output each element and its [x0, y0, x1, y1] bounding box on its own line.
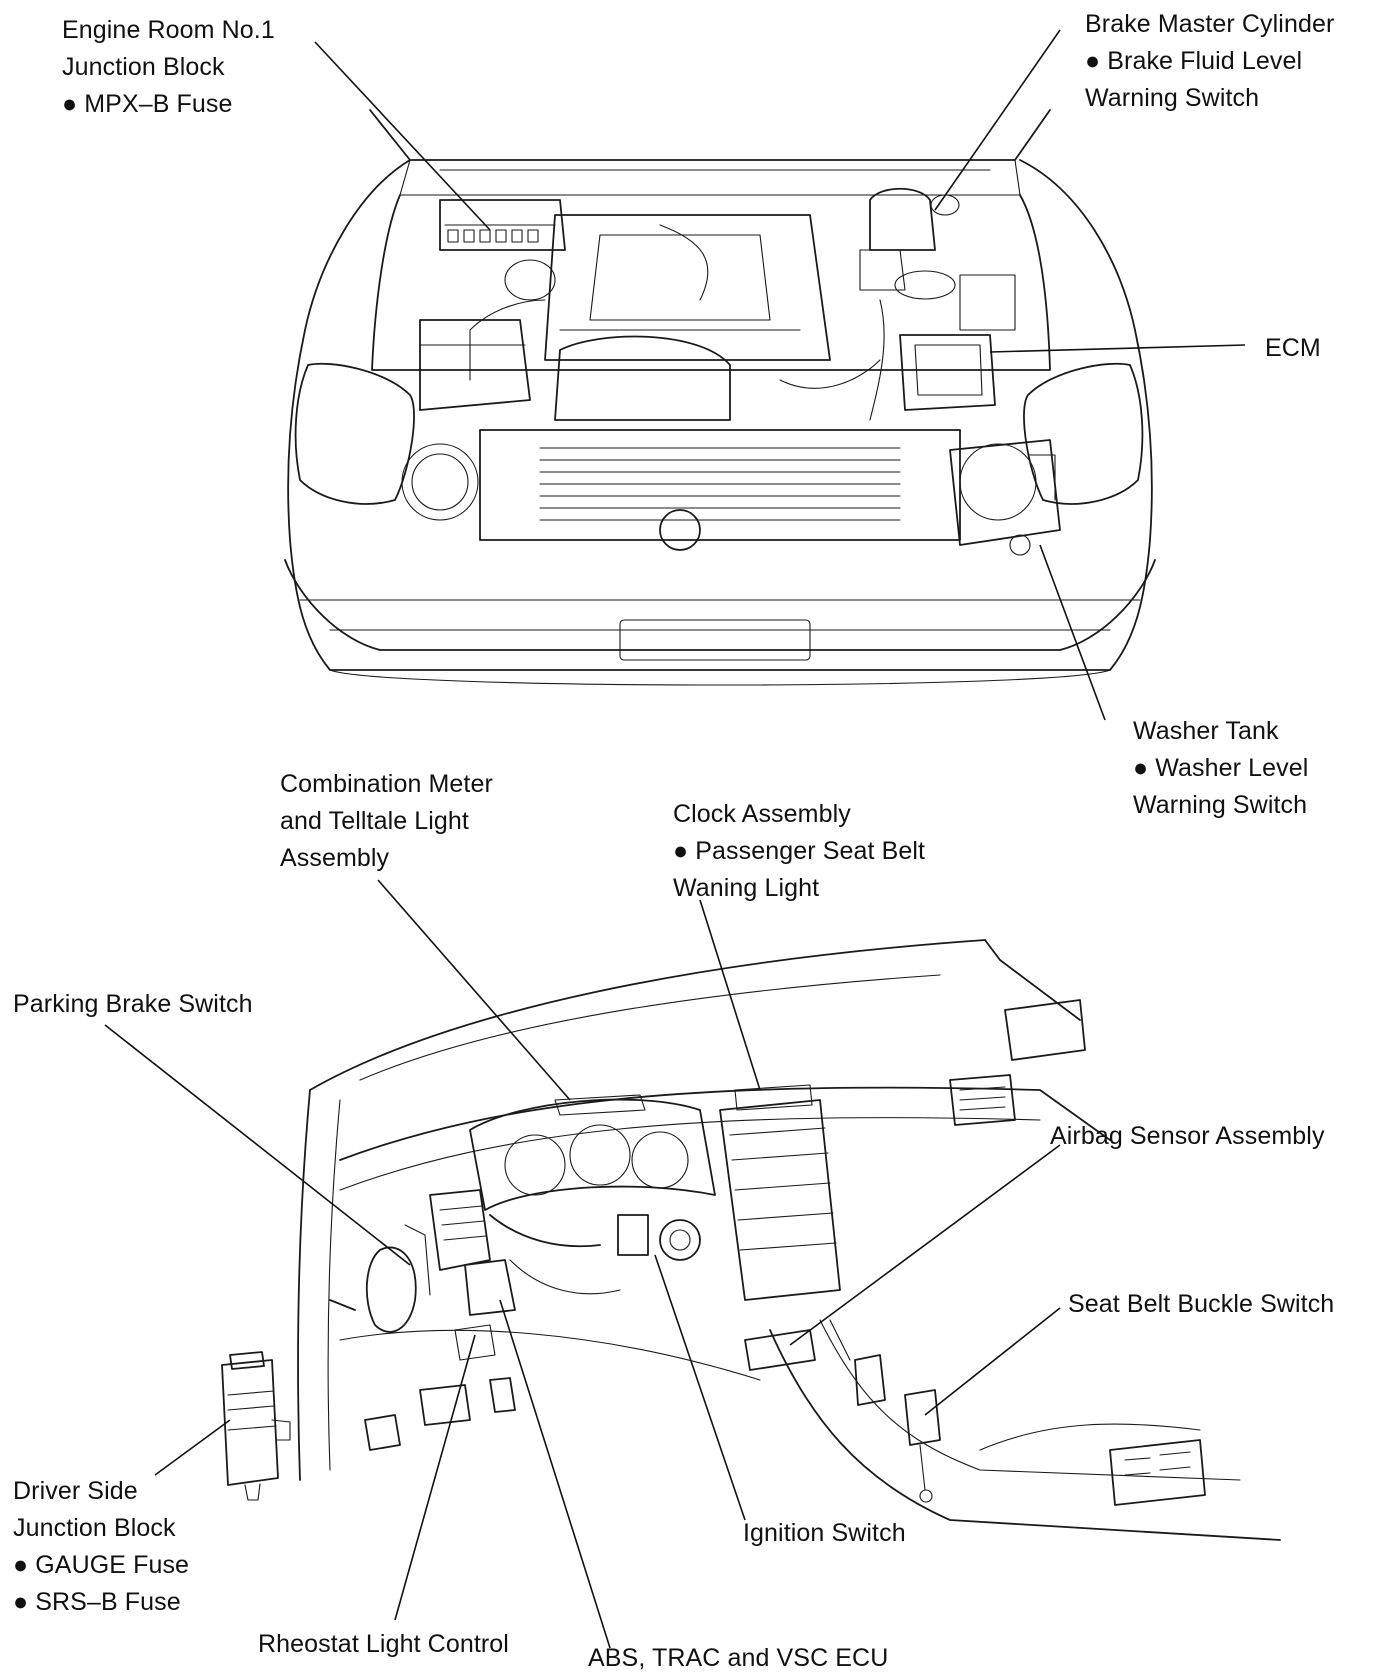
label-line: Warning Switch — [1085, 84, 1260, 112]
label-line: Parking Brake Switch — [13, 990, 253, 1018]
label-line: Waning Light — [673, 874, 820, 902]
leader-driver-side-jb — [154, 1419, 231, 1476]
leader-airbag-sensor — [789, 1144, 1061, 1346]
label-line: ABS, TRAC and VSC ECU — [588, 1644, 889, 1672]
leader-rheostat — [394, 1334, 476, 1621]
label-airbag-sensor-assembly: Airbag Sensor Assembly — [1050, 1118, 1325, 1155]
label-line: Rheostat Light Control — [258, 1630, 509, 1658]
leader-washer-tank — [1039, 544, 1106, 721]
leader-ignition-switch — [654, 1254, 746, 1521]
label-line: Engine Room No.1 — [62, 16, 275, 44]
label-line: Brake Master Cylinder — [1085, 10, 1335, 38]
label-line: Warning Switch — [1133, 791, 1308, 819]
label-line: Ignition Switch — [743, 1519, 906, 1547]
label-line: Driver Side — [13, 1477, 138, 1505]
label-seat-belt-buckle-switch: Seat Belt Buckle Switch — [1068, 1286, 1334, 1323]
engine-bay-drawing — [284, 109, 1156, 686]
label-combination-meter: Combination Meter and Telltale Light Ass… — [280, 766, 493, 877]
label-line: ● Passenger Seat Belt — [673, 837, 926, 865]
label-line: Airbag Sensor Assembly — [1050, 1122, 1325, 1150]
label-line: ● Brake Fluid Level — [1085, 47, 1303, 75]
leader-brake-master — [934, 29, 1061, 211]
label-line: Junction Block — [62, 53, 225, 81]
label-ecm: ECM — [1265, 330, 1321, 367]
label-line: Seat Belt Buckle Switch — [1068, 1290, 1335, 1318]
label-clock-assembly: Clock Assembly ● Passenger Seat Belt Wan… — [673, 796, 925, 907]
label-line: Combination Meter — [280, 770, 493, 798]
leader-combination-meter — [377, 879, 571, 1101]
leader-parking-brake — [104, 1024, 411, 1266]
label-line: Washer Tank — [1133, 717, 1279, 745]
label-line: ● GAUGE Fuse — [13, 1551, 190, 1579]
label-line: and Telltale Light — [280, 807, 469, 835]
interior-drawing — [221, 939, 1281, 1541]
label-engine-room-junction-block: Engine Room No.1 Junction Block ● MPX–B … — [62, 12, 275, 123]
leader-ecm — [989, 344, 1246, 353]
leader-engine-room-jb — [314, 41, 491, 231]
leader-seat-belt-buckle — [924, 1307, 1061, 1416]
label-driver-side-junction-block: Driver Side Junction Block ● GAUGE Fuse … — [13, 1473, 189, 1621]
label-rheostat-light-control: Rheostat Light Control — [258, 1626, 509, 1663]
label-brake-master-cylinder: Brake Master Cylinder ● Brake Fluid Leve… — [1085, 6, 1334, 117]
leader-abs-ecu — [499, 1299, 611, 1649]
label-line: Clock Assembly — [673, 800, 851, 828]
label-line: ECM — [1265, 334, 1321, 362]
label-line: ● Washer Level — [1133, 754, 1309, 782]
label-line: Junction Block — [13, 1514, 176, 1542]
label-parking-brake-switch: Parking Brake Switch — [13, 986, 253, 1023]
label-line: ● SRS–B Fuse — [13, 1588, 181, 1616]
label-washer-tank: Washer Tank ● Washer Level Warning Switc… — [1133, 713, 1308, 824]
leader-clock-assembly — [699, 899, 761, 1091]
label-ignition-switch: Ignition Switch — [743, 1515, 906, 1552]
label-line: Assembly — [280, 844, 390, 872]
leader-lines — [104, 29, 1246, 1649]
label-abs-trac-vsc-ecu: ABS, TRAC and VSC ECU — [588, 1640, 888, 1677]
label-line: ● MPX–B Fuse — [62, 90, 233, 118]
